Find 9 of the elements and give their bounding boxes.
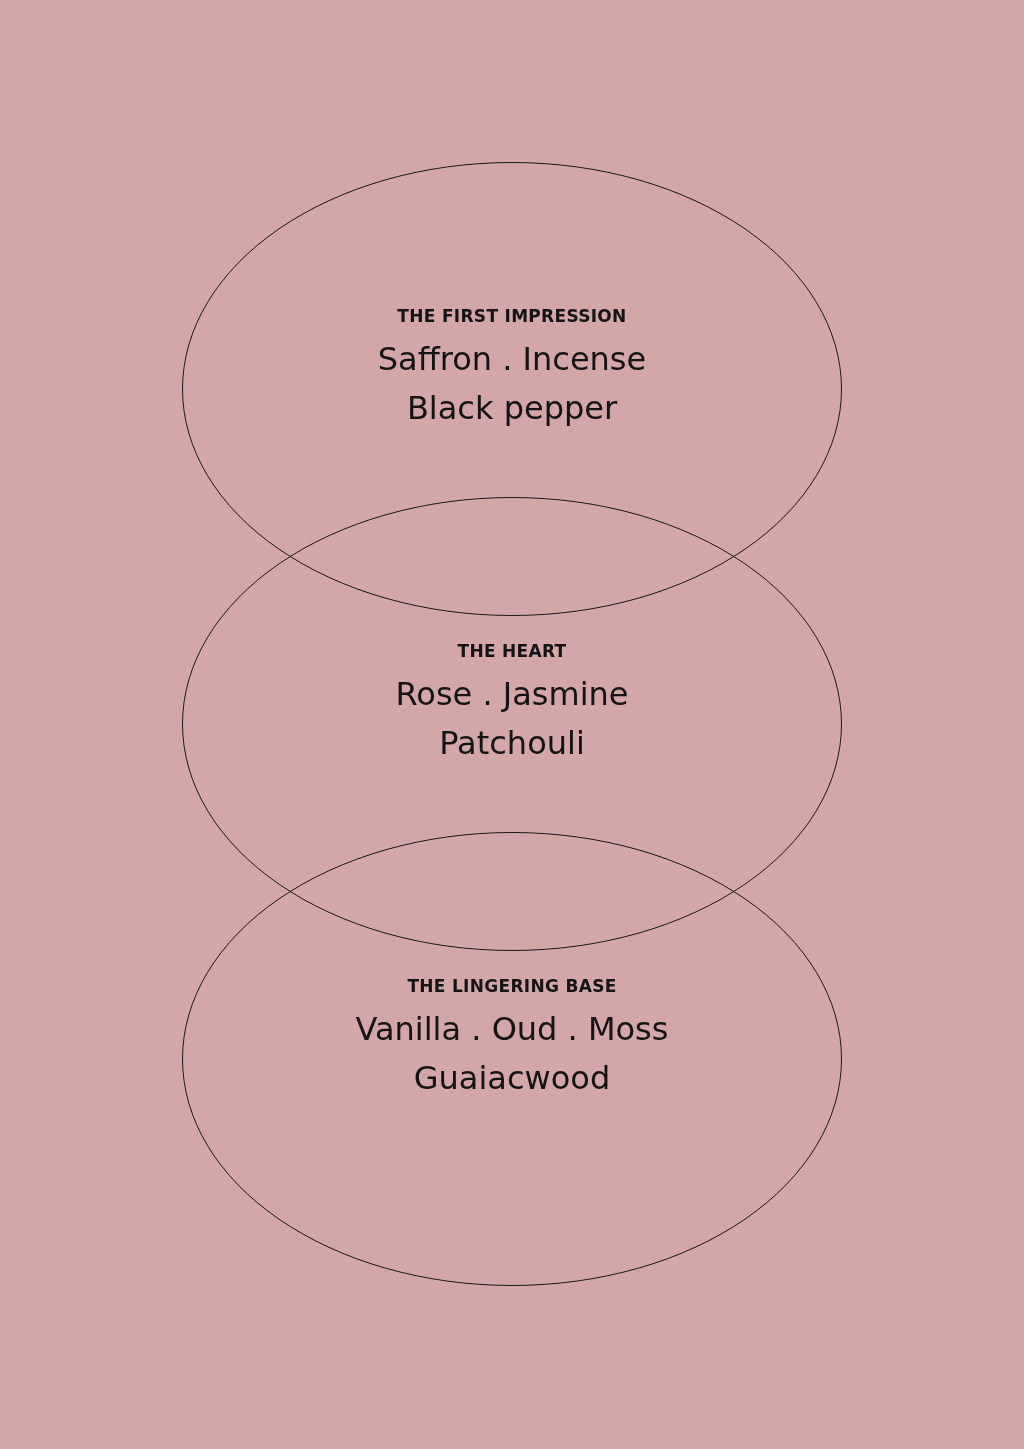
oval-node: [182, 832, 842, 1286]
section-heading: THE FIRST IMPRESSION: [397, 305, 627, 327]
oval-node: [182, 497, 842, 951]
notes-list: Rose . Jasmine Patchouli: [362, 670, 662, 768]
notes-list: Vanilla . Oud . Moss Guaiacwood: [317, 1005, 707, 1103]
oval-node: [182, 162, 842, 616]
section-heading: THE HEART: [457, 640, 567, 662]
notes-list: Saffron . Incense Black pepper: [347, 335, 677, 433]
section-heading: THE LINGERING BASE: [407, 975, 617, 997]
